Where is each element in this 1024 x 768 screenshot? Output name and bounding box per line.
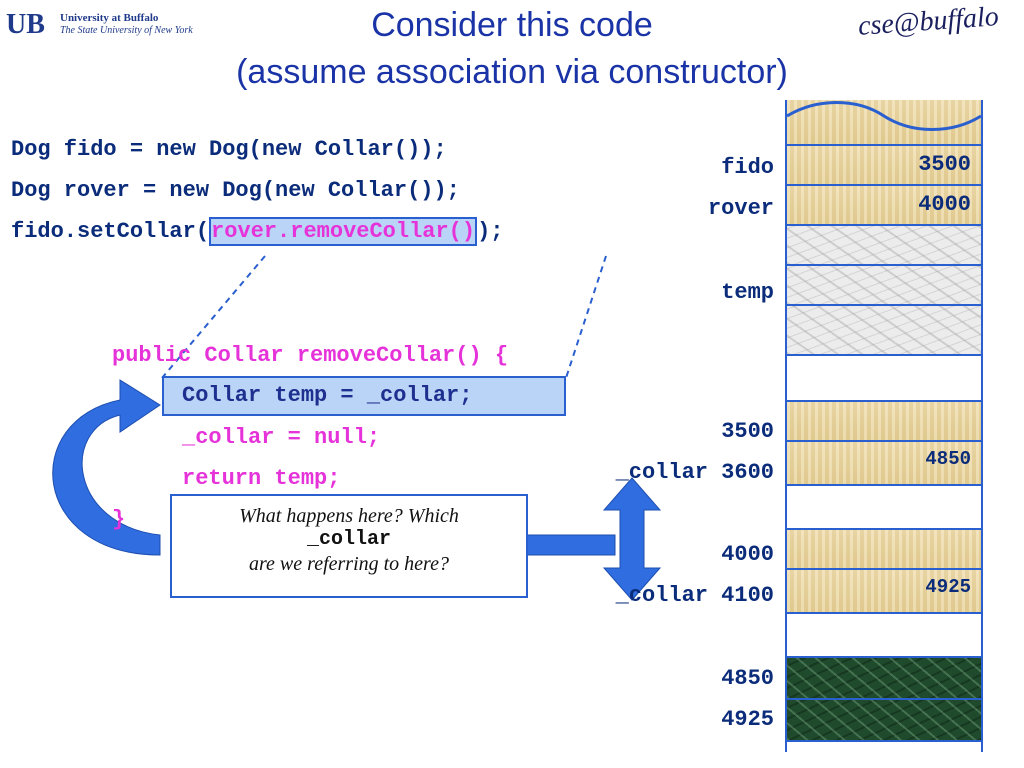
callout-line-1: What happens here? Which (239, 505, 459, 527)
label-4000: 4000 (721, 542, 774, 567)
memory-cell-temp-a (787, 226, 981, 266)
memory-cell-4925 (787, 700, 981, 742)
memory-cell-fido: 3500 (787, 146, 981, 186)
highlighted-method-call: rover.removeCollar() (209, 217, 478, 246)
logo-university-name: University at Buffalo (60, 12, 159, 24)
memory-cell-4100: 4925 (787, 570, 981, 614)
memory-right-border (981, 100, 983, 752)
memory-cell-rover: 4000 (787, 186, 981, 226)
memory-left-border (785, 100, 787, 752)
code-line-1: Dog fido = new Dog(new Collar()); (11, 137, 447, 162)
label-4850: 4850 (721, 666, 774, 691)
method-body-highlight (162, 376, 566, 416)
label-3500: 3500 (721, 419, 774, 444)
label-fido: fido (721, 155, 774, 180)
code-line-3: fido.setCollar(rover.removeCollar()); (11, 217, 504, 246)
method-line-2: _collar = null; (182, 425, 381, 450)
memory-cell-3500 (787, 402, 981, 442)
callout-line-3: are we referring to here? (249, 553, 449, 575)
method-line-1: Collar temp = _collar; (182, 383, 473, 408)
memory-cell-empty-2 (787, 486, 981, 530)
code-line-3-prefix: fido.setCollar( (11, 219, 210, 244)
memory-cell-temp-c (787, 306, 981, 356)
method-close-brace: } (112, 507, 126, 532)
label-collar-4100: _collar 4100 (615, 583, 774, 608)
vertical-double-arrow-icon (602, 477, 662, 601)
code-line-2: Dog rover = new Dog(new Collar()); (11, 178, 460, 203)
dashed-connector-right (565, 255, 607, 379)
ub-logo-icon: UB (4, 9, 56, 38)
memory-cell-4850 (787, 658, 981, 700)
rover-value: 4000 (918, 192, 971, 217)
question-callout: What happens here? Which _collar are we … (170, 494, 528, 598)
curved-arrow-icon (52, 379, 161, 556)
wavy-break-icon (786, 101, 982, 131)
collar4100-value: 4925 (925, 576, 971, 598)
label-4925: 4925 (721, 707, 774, 732)
svg-text:UB: UB (6, 9, 45, 38)
page-subtitle: (assume association via constructor) (236, 53, 788, 91)
logo-university-subtitle: The State University of New York (60, 25, 193, 36)
page-title: Consider this code (371, 6, 653, 44)
fido-value: 3500 (918, 152, 971, 177)
memory-cell-temp-b (787, 266, 981, 306)
memory-cell-3600: 4850 (787, 442, 981, 486)
callout-line-2: _collar (306, 528, 391, 551)
memory-cell-empty-1 (787, 356, 981, 402)
label-temp: temp (721, 280, 774, 305)
method-signature: public Collar removeCollar() { (112, 343, 509, 368)
dashed-connector-left (161, 255, 266, 379)
memory-cell-empty-3 (787, 614, 981, 658)
memory-cell-4000 (787, 530, 981, 570)
label-collar-3600: _collar 3600 (615, 460, 774, 485)
method-line-3: return temp; (182, 466, 341, 491)
collar3600-value: 4850 (925, 448, 971, 470)
memory-cell-top (786, 100, 982, 146)
code-line-3-suffix: ); (477, 219, 504, 244)
label-rover: rover (707, 196, 774, 221)
